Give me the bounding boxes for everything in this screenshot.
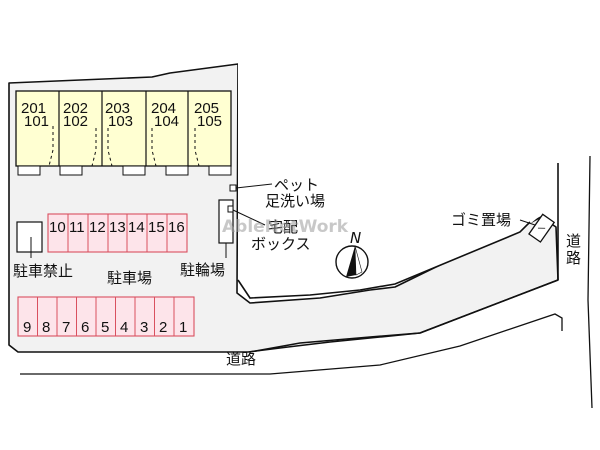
delivery-box-icon bbox=[227, 205, 234, 213]
road-right-label-2: 路 bbox=[566, 249, 581, 267]
parking-space-6: 6 bbox=[81, 319, 89, 336]
parking-lower-row: 9 8 7 6 5 4 3 2 1 bbox=[17, 296, 195, 337]
parking-space-5: 5 bbox=[101, 319, 109, 336]
driveway-edge-upper bbox=[237, 221, 531, 299]
parking-space-1: 1 bbox=[179, 319, 187, 336]
parking-space-8: 8 bbox=[42, 319, 50, 336]
road-right-label-1: 道 bbox=[566, 232, 581, 250]
driveway-edge-lower bbox=[249, 279, 559, 353]
parking-space-2: 2 bbox=[159, 319, 167, 336]
pet-wash-icon bbox=[229, 184, 237, 192]
parking-upper-row: 10 11 12 13 14 15 16 bbox=[47, 213, 188, 253]
garbage-label: ゴミ置場 bbox=[451, 211, 511, 229]
unit-205: 205 bbox=[194, 100, 219, 117]
road-right-line bbox=[587, 155, 593, 409]
parking-space-14: 14 bbox=[128, 219, 145, 236]
building bbox=[15, 90, 232, 176]
unit-102: 102 bbox=[63, 113, 88, 130]
no-parking-box bbox=[16, 221, 43, 253]
road-bottom-label: 道路 bbox=[226, 350, 256, 368]
unit-203: 203 bbox=[105, 100, 130, 117]
parking-space-9: 9 bbox=[23, 319, 31, 336]
unit-101: 101 bbox=[24, 113, 49, 130]
delivery-box-label-2: ボックス bbox=[251, 235, 311, 253]
bicycle-parking-label: 駐輪場 bbox=[180, 261, 225, 279]
parking-space-12: 12 bbox=[89, 219, 106, 236]
north-label: N bbox=[350, 229, 361, 247]
parking-space-16: 16 bbox=[168, 219, 185, 236]
unit-103: 103 bbox=[108, 113, 133, 130]
unit-202: 202 bbox=[63, 100, 88, 117]
road-bottom-line bbox=[20, 313, 563, 375]
parking-space-7: 7 bbox=[62, 319, 70, 336]
parking-space-11: 11 bbox=[69, 219, 85, 236]
north-compass-icon: N bbox=[335, 229, 369, 279]
pet-wash-label-1: ペット bbox=[274, 176, 319, 194]
unit-labels: 201 101 202 102 203 103 204 104 205 105 bbox=[21, 100, 222, 130]
parking-space-3: 3 bbox=[140, 319, 148, 336]
inner-white-area bbox=[238, 0, 600, 298]
unit-201: 201 bbox=[21, 100, 46, 117]
watermark: AbleNetWork bbox=[222, 217, 349, 237]
parking-label: 駐車場 bbox=[107, 269, 152, 287]
garbage-station bbox=[528, 213, 556, 243]
unit-104: 104 bbox=[154, 113, 179, 130]
delivery-box-label-1: 宅配 bbox=[268, 218, 298, 236]
unit-105: 105 bbox=[197, 113, 222, 130]
no-parking-label: 駐車禁止 bbox=[13, 262, 73, 280]
pet-wash-label-2: 足洗い場 bbox=[265, 192, 325, 210]
unit-204: 204 bbox=[151, 100, 176, 117]
parking-space-15: 15 bbox=[148, 219, 165, 236]
parking-space-13: 13 bbox=[109, 219, 126, 236]
parking-space-4: 4 bbox=[120, 319, 128, 336]
parking-space-10: 10 bbox=[49, 219, 66, 236]
